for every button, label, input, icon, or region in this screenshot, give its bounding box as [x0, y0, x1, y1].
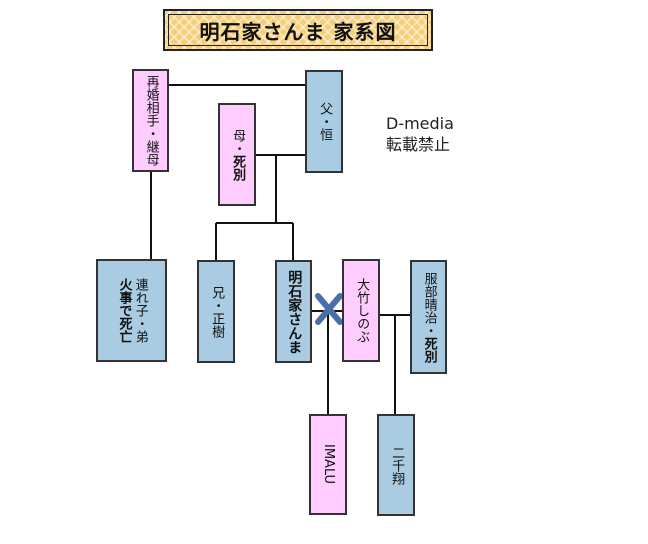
sanma-label: 明石家さんま: [286, 269, 303, 354]
divorce-x-mark: [315, 293, 343, 325]
node-stepmother: 再婚相手・継母: [132, 69, 169, 172]
node-hattori: 服部晴治・死別: [410, 260, 447, 374]
node-father: 父・恒: [305, 70, 343, 173]
hattori-label-a: 服部晴治・: [421, 271, 437, 337]
node-half-brother: 連れ子・弟火事で死亡: [96, 259, 167, 362]
node-imalu: IMALU: [309, 414, 347, 515]
copyright-note: D-media 転載禁止: [386, 114, 454, 156]
nichika-label: 二千翔: [389, 445, 405, 485]
stepmother-label: 再婚相手・継母: [143, 75, 159, 166]
ootake-label: 大竹しのぶ: [354, 278, 370, 343]
node-brother: 兄・正樹: [197, 260, 235, 363]
imalu-label: IMALU: [321, 444, 337, 485]
half-brother-label-a: 連れ子・弟: [132, 278, 148, 343]
node-mother: 母・死別: [218, 103, 256, 206]
half-brother-label-b: 火事で死亡: [116, 278, 132, 343]
mother-label: 母・死別: [229, 129, 245, 181]
half-brother-label: 連れ子・弟火事で死亡: [115, 278, 148, 343]
mother-label-a: 母・: [230, 128, 246, 155]
note-warning: 転載禁止: [386, 134, 451, 154]
node-ootake: 大竹しのぶ: [342, 259, 380, 362]
node-sanma: 明石家さんま: [275, 260, 312, 363]
mother-label-b: 死別: [230, 154, 246, 181]
page-title: 明石家さんま 家系図: [199, 19, 397, 44]
node-nichika: 二千翔: [377, 414, 415, 516]
father-label: 父・恒: [317, 102, 333, 141]
title-banner: 明石家さんま 家系図: [163, 9, 433, 51]
note-source: D-media: [386, 114, 454, 133]
hattori-label-b: 死別: [421, 336, 437, 363]
brother-label: 兄・正樹: [209, 285, 225, 338]
hattori-label: 服部晴治・死別: [420, 271, 437, 363]
